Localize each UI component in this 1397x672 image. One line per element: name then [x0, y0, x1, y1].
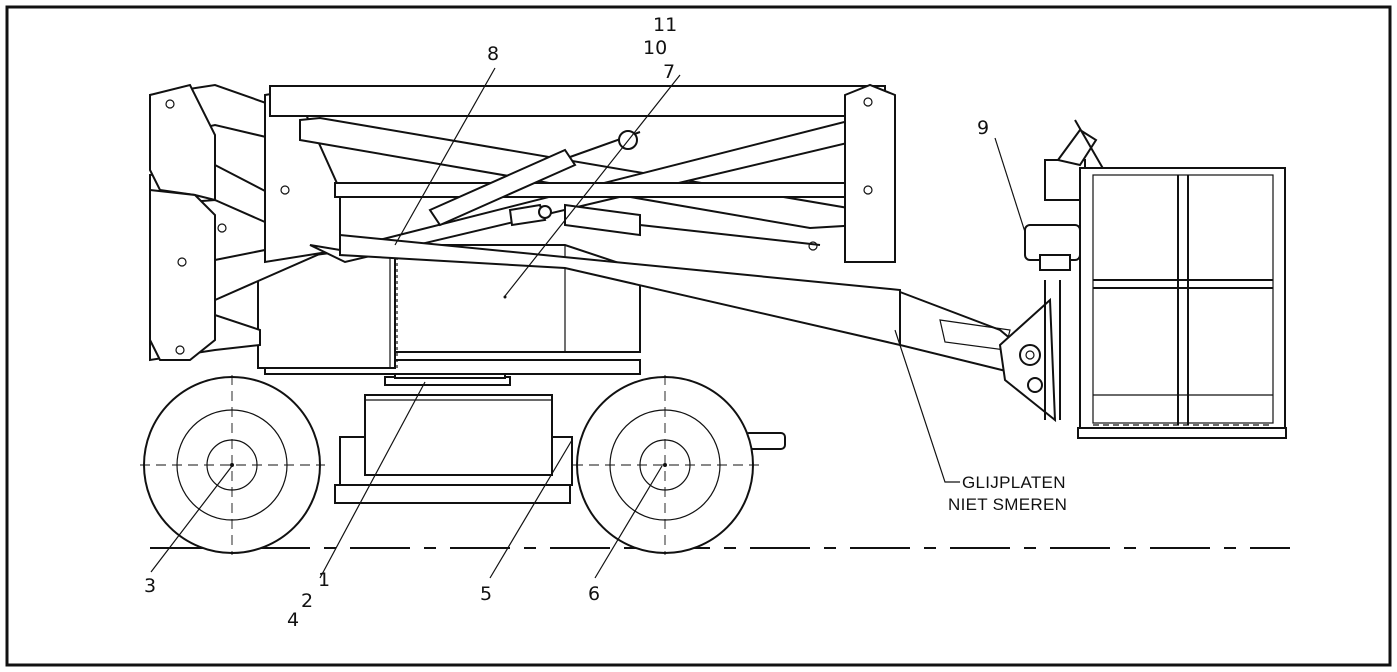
main-boom	[339, 233, 1061, 423]
callout-4: 4	[287, 609, 299, 631]
diagram-border	[5, 5, 1392, 667]
callout-5: 5	[480, 583, 492, 605]
callout-9: 9	[977, 117, 989, 139]
note-line-1: GLIJPLATEN	[962, 473, 1066, 492]
note-line-2: NIET SMEREN	[948, 495, 1067, 514]
rear-wheel	[140, 375, 325, 555]
callout-11: 11	[653, 14, 677, 36]
callout-6: 6	[588, 583, 600, 605]
callout-2: 2	[301, 590, 313, 612]
callout-7: 7	[663, 61, 675, 83]
leader-lines	[150, 67, 1026, 579]
front-wheel	[573, 375, 760, 555]
callout-10: 10	[643, 37, 667, 59]
tower-frame	[264, 83, 896, 264]
platform-basket	[1077, 167, 1287, 439]
lift-cylinders	[428, 130, 821, 246]
callout-1: 1	[318, 569, 330, 591]
callout-3: 3	[144, 575, 156, 597]
platform-rotator	[1024, 119, 1115, 271]
chassis	[334, 394, 786, 504]
callout-8: 8	[487, 43, 499, 65]
